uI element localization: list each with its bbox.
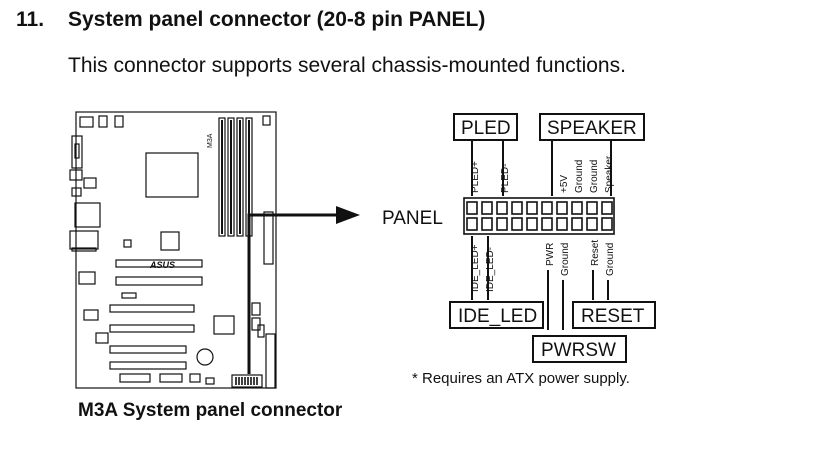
pin-ide-led-minus: IDE_LED-: [485, 247, 496, 292]
speaker-label: SPEAKER: [547, 118, 637, 139]
pin-pled-minus: PLED-: [500, 164, 511, 193]
section-title: System panel connector (20-8 pin PANEL): [68, 8, 486, 31]
pin-speaker-ground-1: Ground: [574, 160, 585, 193]
motherboard-outline: [69, 111, 277, 389]
pin-speaker-ground-2: Ground: [589, 160, 600, 193]
pin-pwr: PWR: [545, 243, 556, 266]
figure-caption: M3A System panel connector: [78, 400, 343, 421]
section-number: 11.: [16, 8, 45, 31]
pin-plus-5v: +5V: [559, 175, 570, 193]
dimm-slot-fill: [221, 120, 250, 234]
top-brackets: [471, 140, 612, 196]
bottom-brackets: [471, 236, 609, 330]
asus-logo: ASUS: [149, 260, 175, 270]
pointer-line: [247, 213, 336, 374]
pin-header: [463, 197, 615, 235]
board-panel-pins: [235, 377, 258, 385]
pin-pled-plus: PLED+: [470, 161, 481, 193]
pin-speaker: Speaker: [604, 155, 615, 193]
pin-reset-ground: Ground: [605, 243, 616, 276]
pwrsw-label: PWRSW: [541, 340, 616, 361]
reset-box: [572, 301, 656, 329]
panel-label: PANEL: [382, 208, 443, 229]
section-description: This connector supports several chassis-…: [68, 54, 626, 77]
power-supply-note: * Requires an ATX power supply.: [412, 370, 630, 387]
chip-label: M3A: [207, 133, 214, 148]
pin-ide-led-plus: IDE_LED+: [470, 244, 481, 292]
ide-led-label: IDE_LED: [458, 306, 537, 327]
speaker-box: [539, 113, 645, 141]
board-panel-header: [231, 374, 263, 388]
pled-label: PLED: [461, 118, 511, 139]
pin-reset: Reset: [590, 240, 601, 266]
reset-label: RESET: [581, 306, 645, 327]
pled-box: [453, 113, 518, 141]
ide-led-box: [449, 301, 544, 329]
pin-pwr-ground: Ground: [560, 243, 571, 276]
pointer-arrow: [336, 206, 360, 224]
pwrsw-box: [532, 335, 627, 363]
